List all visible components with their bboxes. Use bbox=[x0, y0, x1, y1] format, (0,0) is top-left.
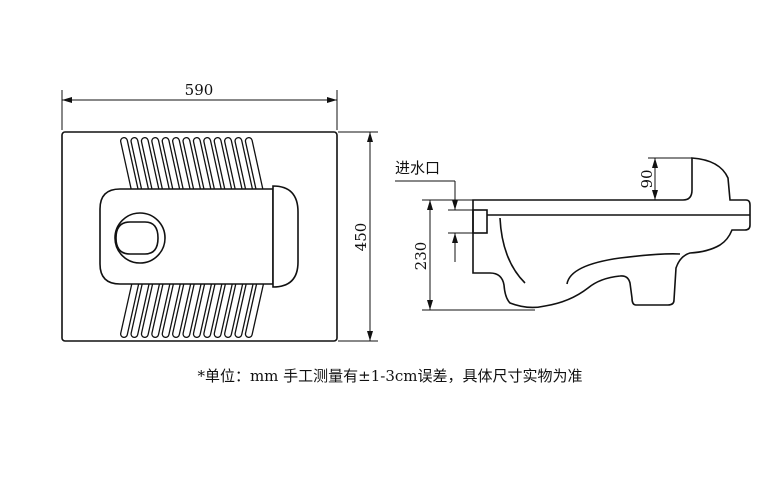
toilet-body-profile bbox=[472, 157, 751, 309]
rib-fill bbox=[235, 273, 255, 337]
side-view: 进水口 230 90 bbox=[395, 157, 751, 311]
drain-inner-outline bbox=[115, 221, 159, 255]
water-inlet bbox=[472, 209, 488, 234]
bowl-front-curve bbox=[499, 217, 526, 284]
rib-fill bbox=[204, 273, 223, 337]
bowl-rear-curve bbox=[566, 253, 681, 285]
unit-note-caption: *单位：mm 手工测量有±1-3cm误差，具体尺寸实物为准 bbox=[197, 367, 582, 385]
rib-fill bbox=[162, 273, 182, 337]
rib-fill bbox=[131, 273, 151, 337]
rib-fill bbox=[173, 273, 192, 337]
rib-fill bbox=[152, 273, 171, 337]
top-view: 590 450 bbox=[61, 81, 378, 342]
rib-fill bbox=[246, 273, 265, 337]
base-plate-outline bbox=[61, 131, 338, 342]
rib-fill bbox=[183, 273, 203, 337]
drain-hole bbox=[114, 212, 166, 264]
rib-fill bbox=[194, 273, 213, 337]
rib-fill bbox=[142, 273, 161, 337]
inlet-label: 进水口 bbox=[395, 159, 440, 177]
rear-cap-outline bbox=[272, 185, 299, 288]
height-label: 230 bbox=[412, 242, 430, 271]
rib-fill bbox=[225, 273, 244, 337]
bowl-outline bbox=[99, 188, 274, 285]
depth-label: 450 bbox=[352, 223, 370, 252]
rear-height-label: 90 bbox=[638, 169, 656, 188]
rib-fill bbox=[121, 273, 140, 337]
anti-slip-ribs-bottom bbox=[120, 272, 266, 338]
width-label: 590 bbox=[185, 81, 214, 99]
rib-fill bbox=[214, 273, 234, 337]
